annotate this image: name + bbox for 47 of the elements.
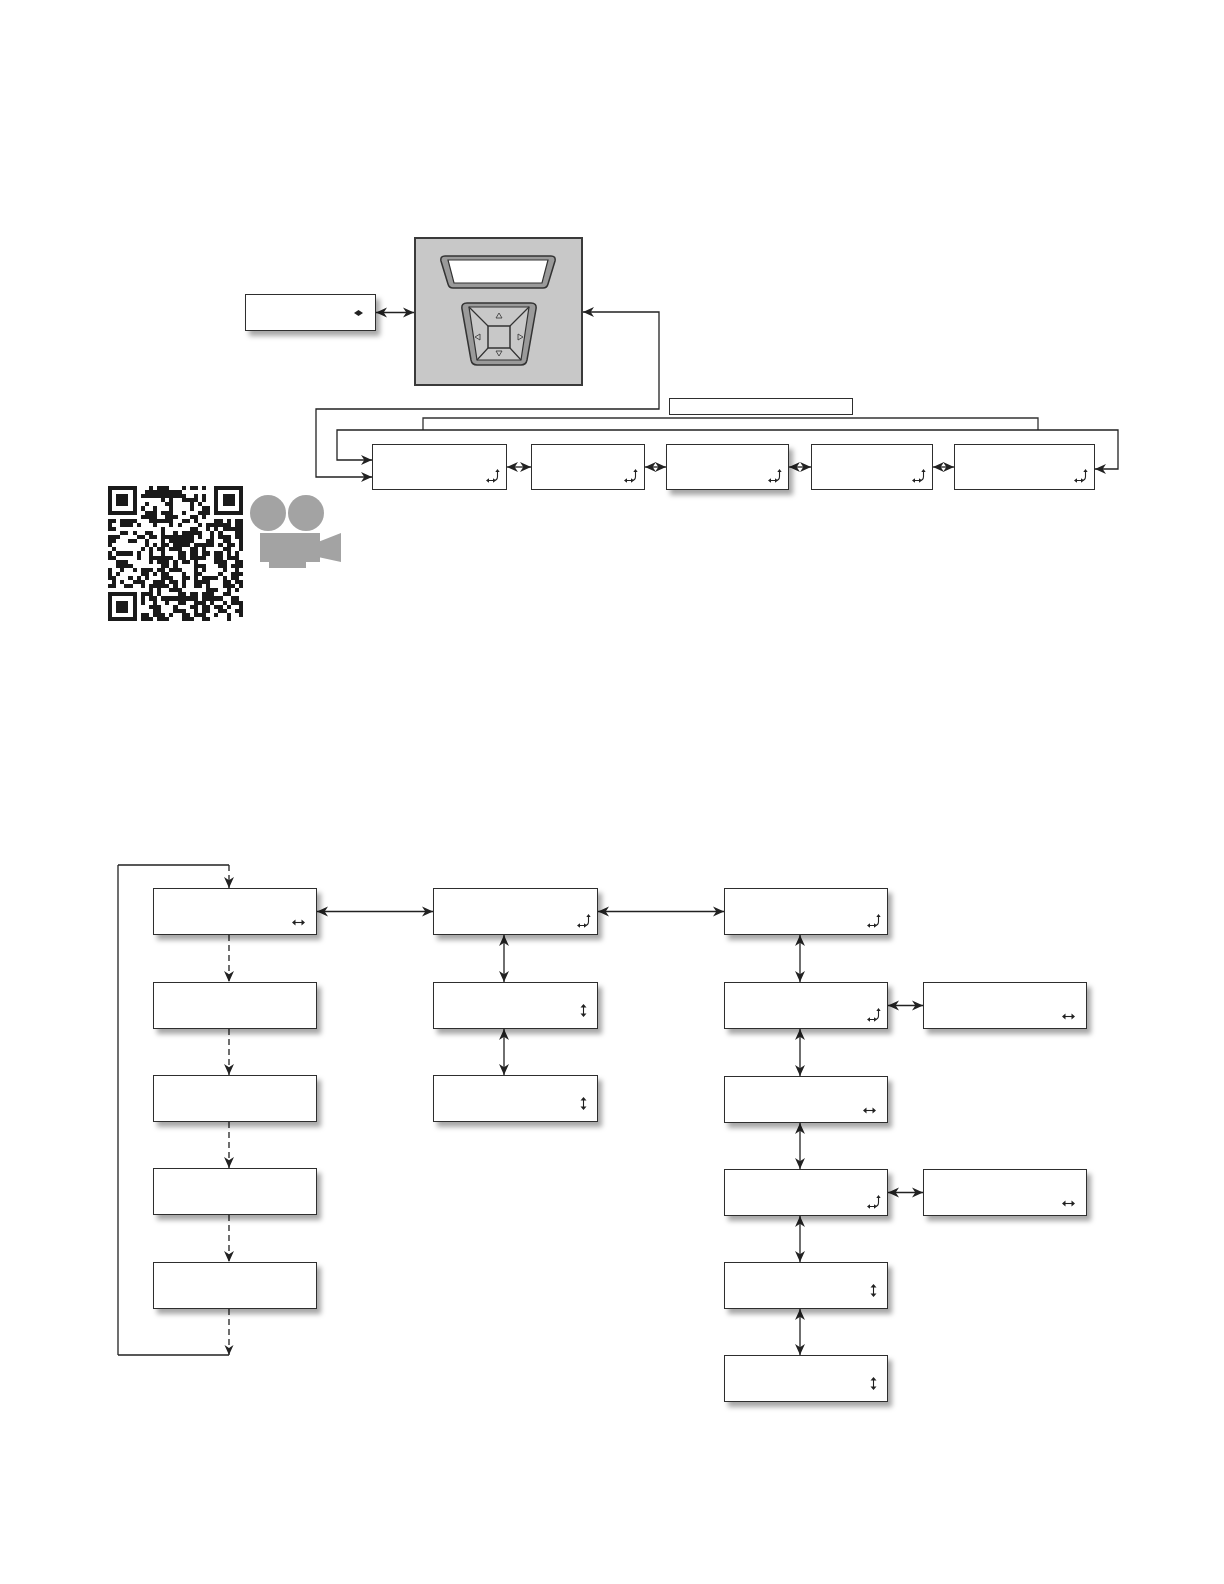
double-arrow <box>788 462 812 472</box>
menu-box <box>245 294 376 331</box>
menu-box <box>724 1169 888 1216</box>
dashed-arrow <box>224 934 234 983</box>
double-arrow <box>316 906 434 917</box>
menu-box <box>811 444 933 490</box>
double-arrow <box>644 462 667 472</box>
menu-box <box>153 1262 317 1309</box>
double-arrow <box>795 1028 805 1077</box>
dashed-arrow <box>224 1028 234 1076</box>
double-arrow <box>499 1028 509 1076</box>
menu-box <box>153 982 317 1029</box>
menu-box <box>724 888 888 935</box>
double-arrow <box>795 1308 805 1356</box>
dashed-arrow <box>224 1121 234 1169</box>
double-arrow <box>315 307 660 482</box>
menu-box <box>153 1168 317 1215</box>
menu-box <box>153 1075 317 1122</box>
menu-box <box>923 1169 1087 1216</box>
menu-box <box>954 444 1095 490</box>
menu-box <box>433 982 598 1029</box>
loop-arrow <box>117 864 234 1356</box>
double-arrow <box>887 1187 924 1198</box>
menu-box <box>923 982 1087 1029</box>
double-arrow <box>506 462 532 472</box>
double-arrow <box>499 934 509 983</box>
menu-box <box>531 444 645 490</box>
menu-box <box>724 1262 888 1309</box>
double-arrow <box>795 934 805 983</box>
control-panel-drawing <box>414 237 583 386</box>
menu-box <box>372 444 507 490</box>
double-arrow <box>795 1215 805 1263</box>
double-arrow <box>887 1000 924 1011</box>
menu-box <box>724 1355 888 1402</box>
menu-box <box>724 982 888 1029</box>
menu-box <box>724 1076 888 1123</box>
menu-box <box>666 444 789 490</box>
double-arrow <box>375 307 415 318</box>
menu-box <box>433 888 598 935</box>
label-box <box>669 398 853 415</box>
double-arrow <box>597 906 725 917</box>
double-arrow <box>336 429 1119 474</box>
menu-box <box>153 888 317 935</box>
menu-box <box>433 1075 598 1122</box>
double-arrow <box>795 1122 805 1170</box>
dashed-arrow <box>224 1214 234 1263</box>
double-arrow <box>932 462 955 472</box>
